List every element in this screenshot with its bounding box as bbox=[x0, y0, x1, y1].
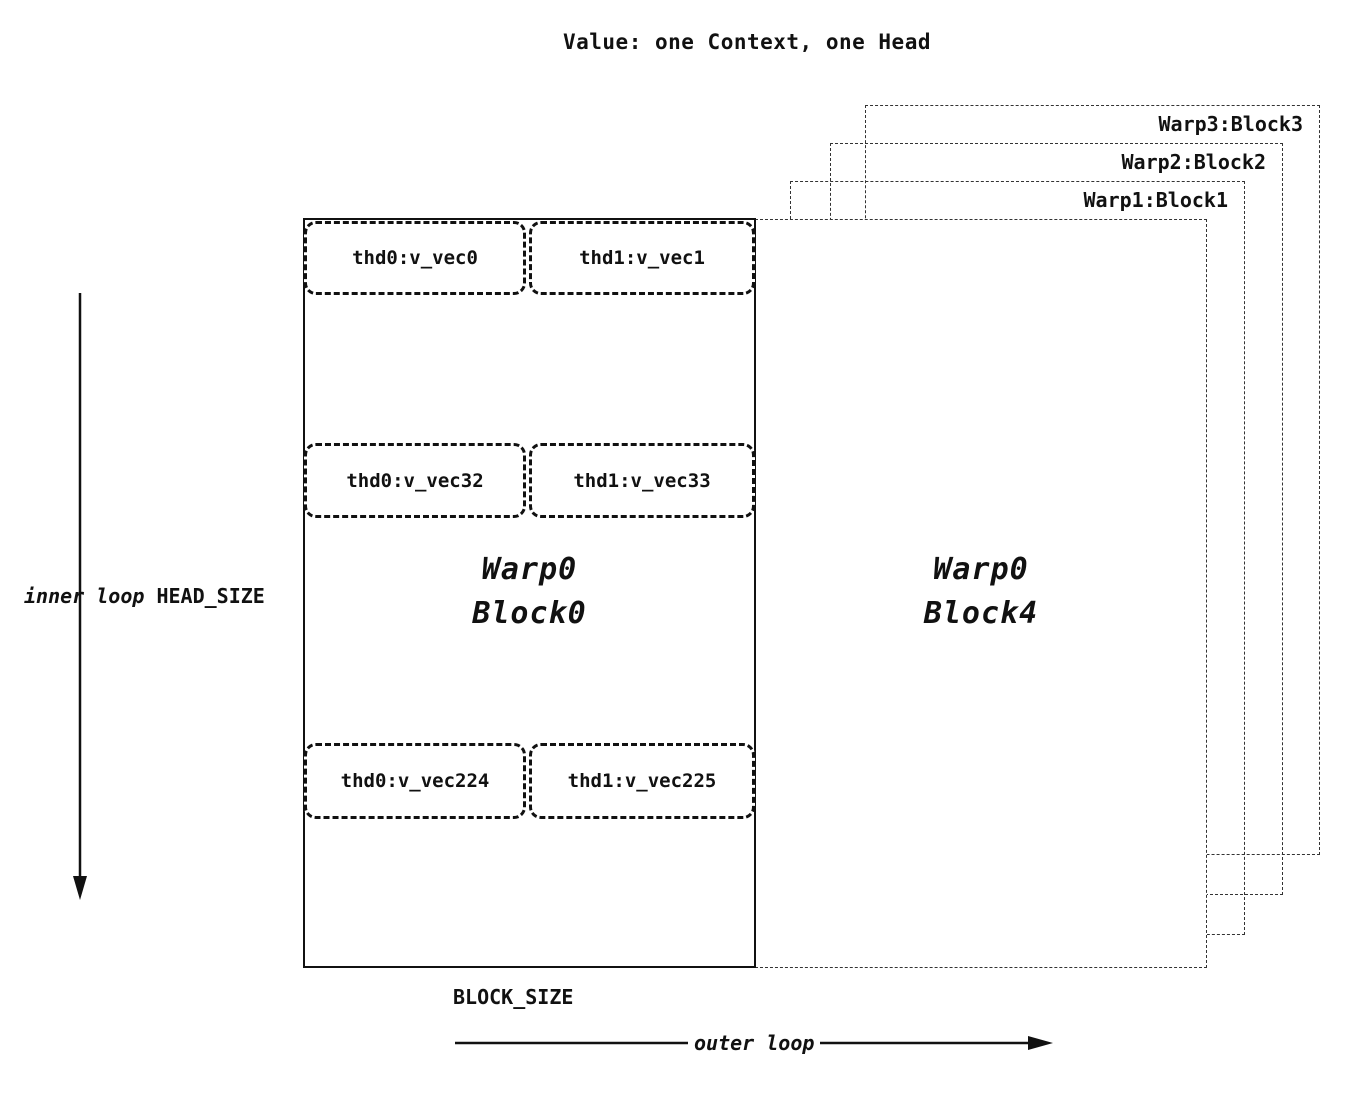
inner-loop-arrowhead bbox=[73, 876, 87, 900]
block0-label-line2: Block0 bbox=[472, 596, 587, 631]
v-vec-box-label: thd0:v_vec32 bbox=[346, 469, 484, 492]
block4-label: Warp0 Block4 bbox=[755, 548, 1207, 636]
block-size-label: BLOCK_SIZE bbox=[453, 985, 574, 1009]
outer-loop-label: outer loop bbox=[688, 1031, 821, 1055]
block0-label: Warp0 Block0 bbox=[303, 548, 756, 636]
block4-panel bbox=[755, 219, 1207, 968]
block0-label-line1: Warp0 bbox=[481, 552, 578, 587]
v-vec-box-label: thd1:v_vec1 bbox=[579, 247, 705, 269]
v-vec-box-thd1-v225: thd1:v_vec225 bbox=[529, 743, 755, 819]
block0-panel bbox=[303, 218, 756, 968]
layer-label-warp2: Warp2:Block2 bbox=[1121, 150, 1267, 174]
diagram-title: Value: one Context, one Head bbox=[562, 30, 931, 54]
v-vec-box-label: thd1:v_vec33 bbox=[573, 469, 711, 492]
head-size-text: HEAD_SIZE bbox=[156, 584, 265, 608]
inner-loop-head-size-label: inner loop HEAD_SIZE bbox=[24, 584, 265, 608]
v-vec-box-label: thd0:v_vec0 bbox=[352, 247, 478, 269]
layer-label-warp3: Warp3:Block3 bbox=[1158, 112, 1304, 136]
v-vec-box-thd0-v32: thd0:v_vec32 bbox=[304, 443, 526, 518]
v-vec-box-label: thd0:v_vec224 bbox=[340, 770, 490, 792]
v-vec-box-thd1-v1: thd1:v_vec1 bbox=[529, 221, 755, 295]
v-vec-box-thd0-v224: thd0:v_vec224 bbox=[304, 743, 526, 819]
v-vec-box-thd1-v33: thd1:v_vec33 bbox=[529, 443, 755, 518]
block4-label-line1: Warp0 bbox=[933, 552, 1029, 587]
layer-label-warp1: Warp1:Block1 bbox=[1083, 188, 1229, 212]
block4-label-line2: Block4 bbox=[923, 596, 1039, 631]
outer-loop-arrowhead bbox=[1028, 1036, 1053, 1050]
v-vec-box-label: thd1:v_vec225 bbox=[567, 770, 717, 792]
v-vec-box-thd0-v0: thd0:v_vec0 bbox=[304, 221, 526, 295]
inner-loop-text: inner loop bbox=[24, 584, 145, 608]
